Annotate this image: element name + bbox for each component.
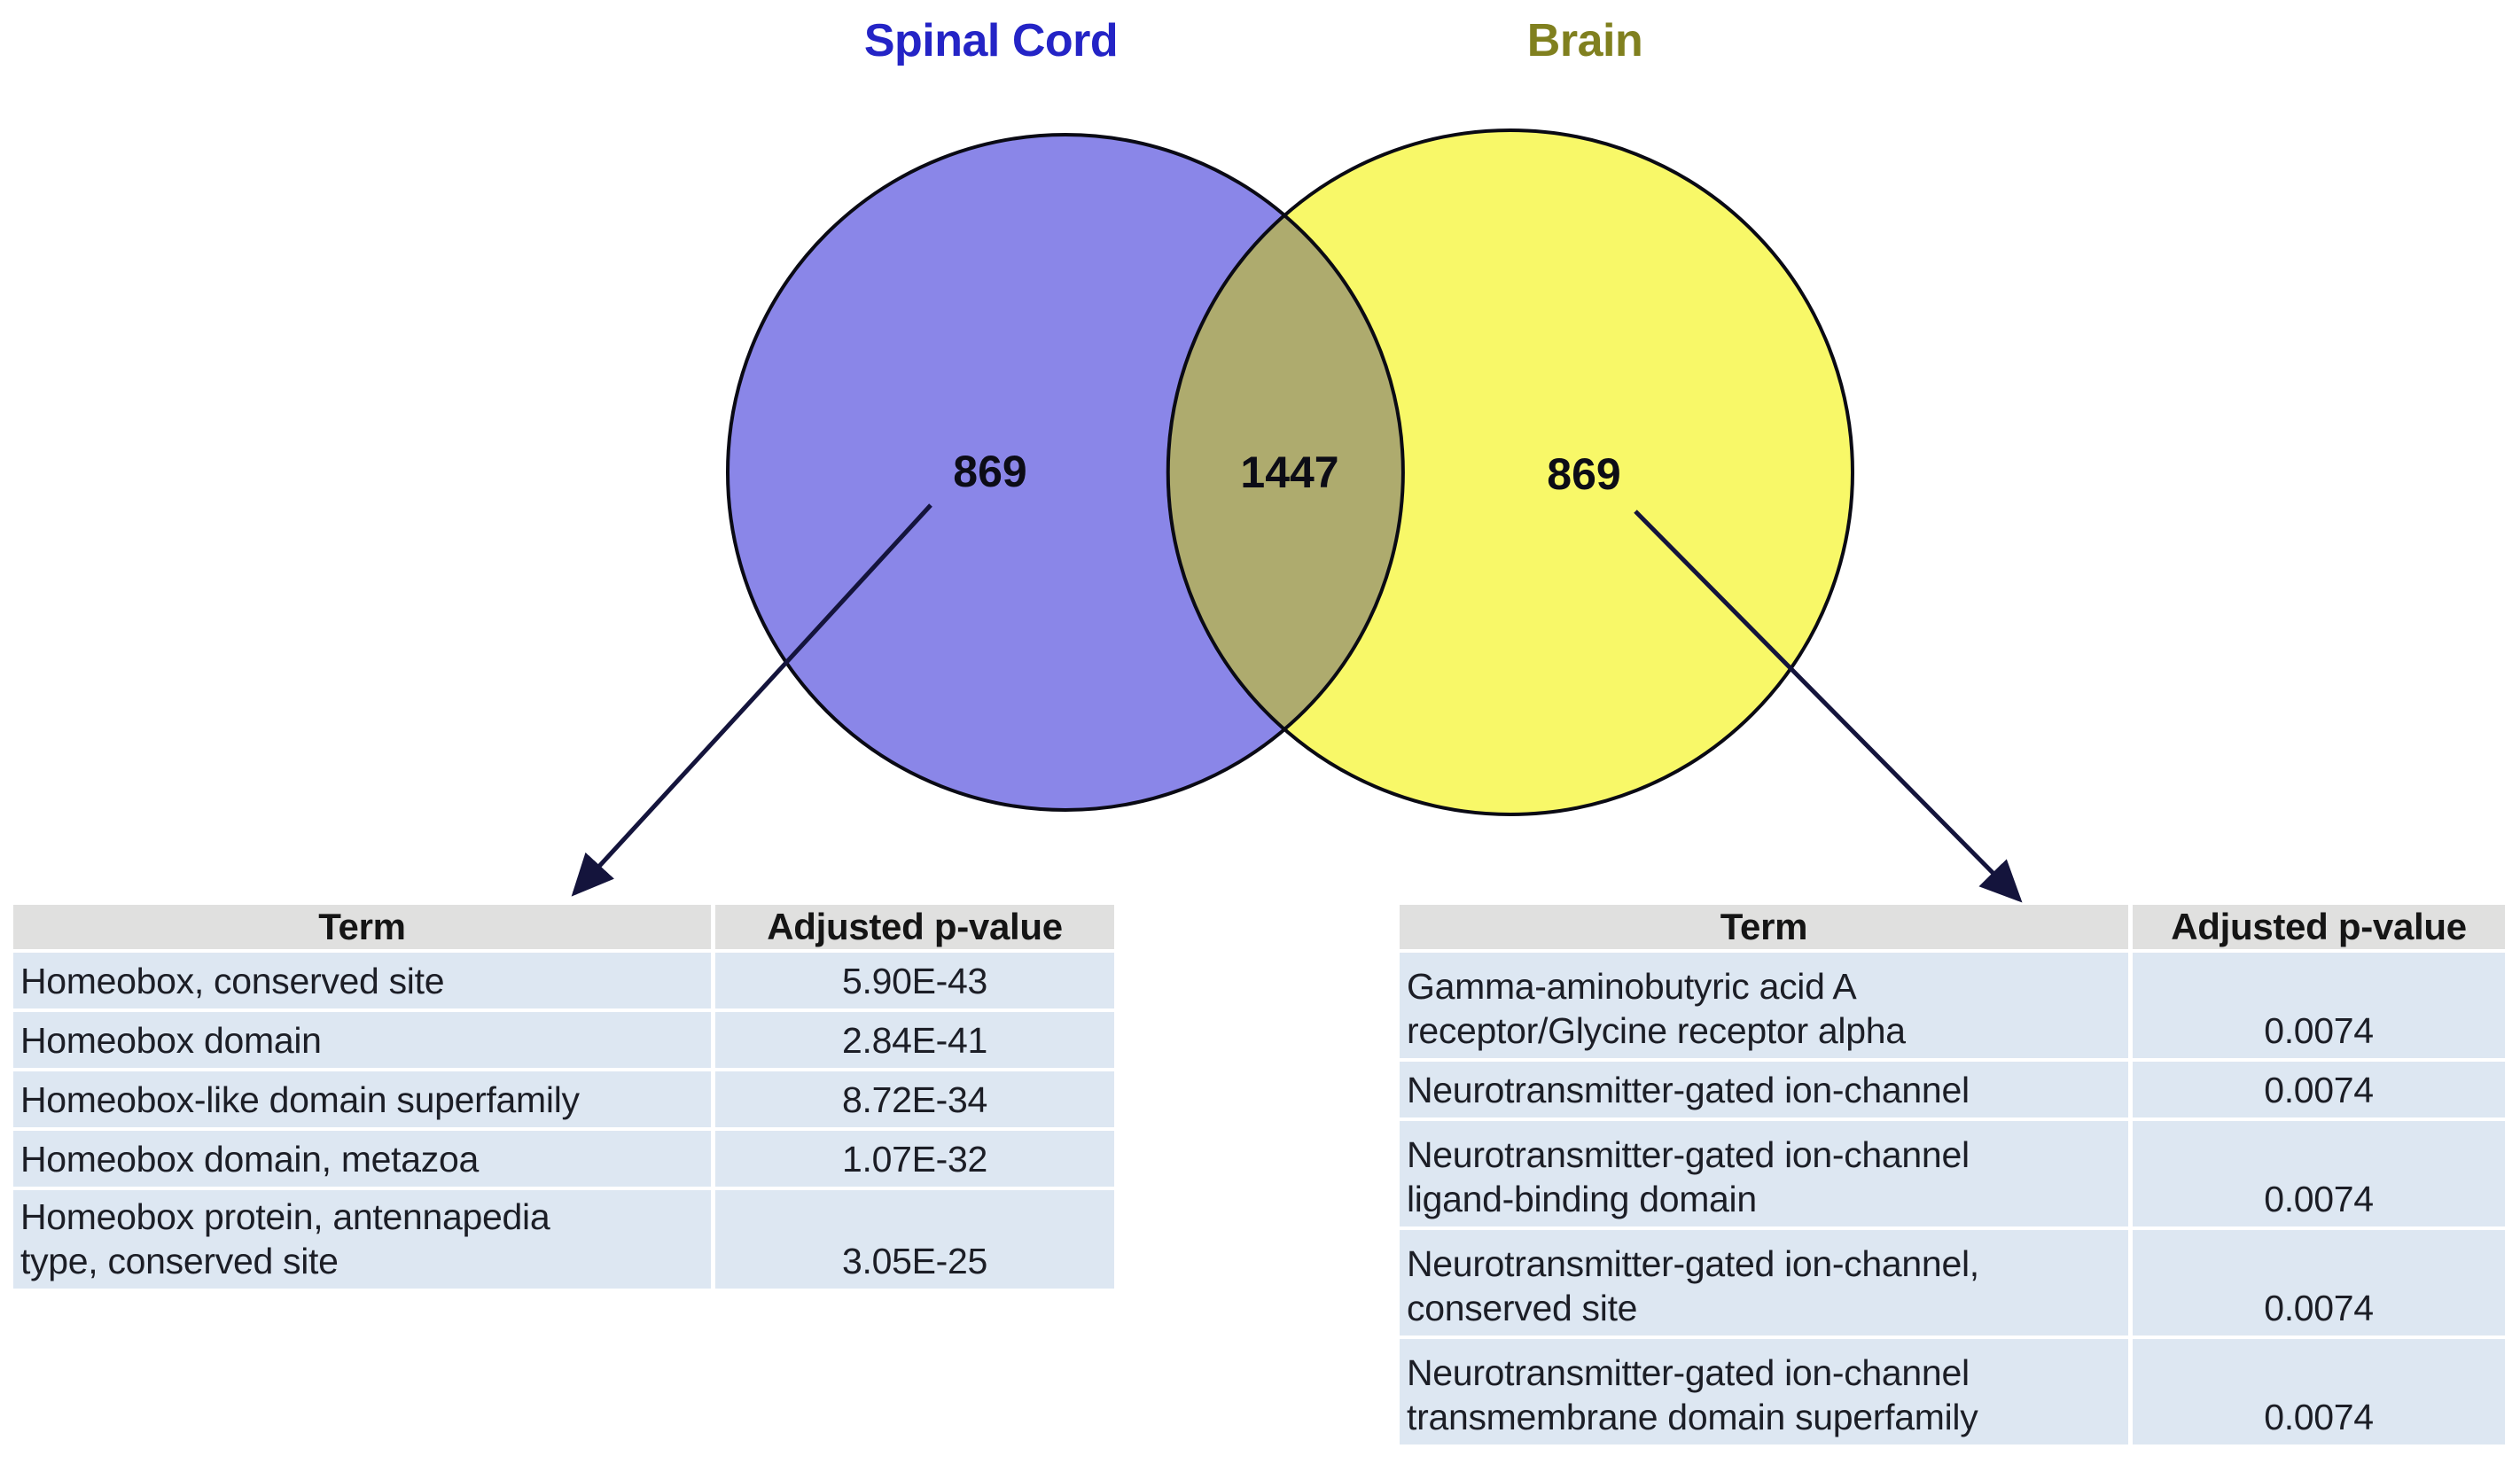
table-row: Homeobox protein, antennapedia type, con… bbox=[13, 1190, 1114, 1289]
right-callout-arrow bbox=[1634, 510, 2023, 903]
overlap-region bbox=[1166, 213, 1405, 732]
term-cell: Neurotransmitter-gated ion-channel trans… bbox=[1400, 1339, 2128, 1445]
term-cell: Gamma-aminobutyric acid A receptor/Glyci… bbox=[1400, 953, 2128, 1058]
table-row: Homeobox-like domain superfamily 8.72E-3… bbox=[13, 1071, 1114, 1127]
pvalue-column-header: Adjusted p-value bbox=[2133, 905, 2505, 949]
table-row: Homeobox, conserved site 5.90E-43 bbox=[13, 953, 1114, 1008]
term-cell: Homeobox-like domain superfamily bbox=[13, 1071, 711, 1127]
term-column-header: Term bbox=[1400, 905, 2128, 949]
brain-title: Brain bbox=[1526, 15, 1643, 66]
brain-unique-count: 869 bbox=[1547, 449, 1621, 499]
table-row: Neurotransmitter-gated ion-channel 0.007… bbox=[1400, 1062, 2505, 1117]
p-value-cell: 0.0074 bbox=[2133, 953, 2505, 1058]
p-value-cell: 3.05E-25 bbox=[715, 1190, 1114, 1289]
left-callout-arrow bbox=[571, 503, 932, 897]
term-cell: Homeobox domain, metazoa bbox=[13, 1131, 711, 1187]
p-value-cell: 5.90E-43 bbox=[715, 953, 1114, 1008]
table-row: Homeobox domain, metazoa 1.07E-32 bbox=[13, 1131, 1114, 1187]
table-row: Neurotransmitter-gated ion-channel, cons… bbox=[1400, 1230, 2505, 1336]
p-value-cell: 0.0074 bbox=[2133, 1121, 2505, 1226]
table-header-row: Term Adjusted p-value bbox=[1400, 905, 2505, 949]
brain-enrichment-table: Term Adjusted p-value Gamma-aminobutyric… bbox=[1395, 901, 2509, 1448]
spinal-cord-title: Spinal Cord bbox=[863, 15, 1119, 66]
p-value-cell: 0.0074 bbox=[2133, 1062, 2505, 1117]
table-row: Neurotransmitter-gated ion-channel trans… bbox=[1400, 1339, 2505, 1445]
pvalue-column-header: Adjusted p-value bbox=[715, 905, 1114, 949]
term-cell: Neurotransmitter-gated ion-channel, cons… bbox=[1400, 1230, 2128, 1336]
p-value-cell: 1.07E-32 bbox=[715, 1131, 1114, 1187]
term-column-header: Term bbox=[13, 905, 711, 949]
term-cell: Neurotransmitter-gated ion-channel ligan… bbox=[1400, 1121, 2128, 1226]
table-row: Gamma-aminobutyric acid A receptor/Glyci… bbox=[1400, 953, 2505, 1058]
table-header-row: Term Adjusted p-value bbox=[13, 905, 1114, 949]
p-value-cell: 2.84E-41 bbox=[715, 1012, 1114, 1068]
term-cell: Neurotransmitter-gated ion-channel bbox=[1400, 1062, 2128, 1117]
p-value-cell: 0.0074 bbox=[2133, 1230, 2505, 1336]
spinal-cord-unique-count: 869 bbox=[953, 447, 1027, 496]
p-value-cell: 0.0074 bbox=[2133, 1339, 2505, 1445]
p-value-cell: 8.72E-34 bbox=[715, 1071, 1114, 1127]
spinal-cord-enrichment-table: Term Adjusted p-value Homeobox, conserve… bbox=[9, 901, 1119, 1292]
table-row: Neurotransmitter-gated ion-channel ligan… bbox=[1400, 1121, 2505, 1226]
table-row: Homeobox domain 2.84E-41 bbox=[13, 1012, 1114, 1068]
intersection-count: 1447 bbox=[1240, 448, 1339, 497]
term-cell: Homeobox, conserved site bbox=[13, 953, 711, 1008]
term-cell: Homeobox domain bbox=[13, 1012, 711, 1068]
term-cell: Homeobox protein, antennapedia type, con… bbox=[13, 1190, 711, 1289]
